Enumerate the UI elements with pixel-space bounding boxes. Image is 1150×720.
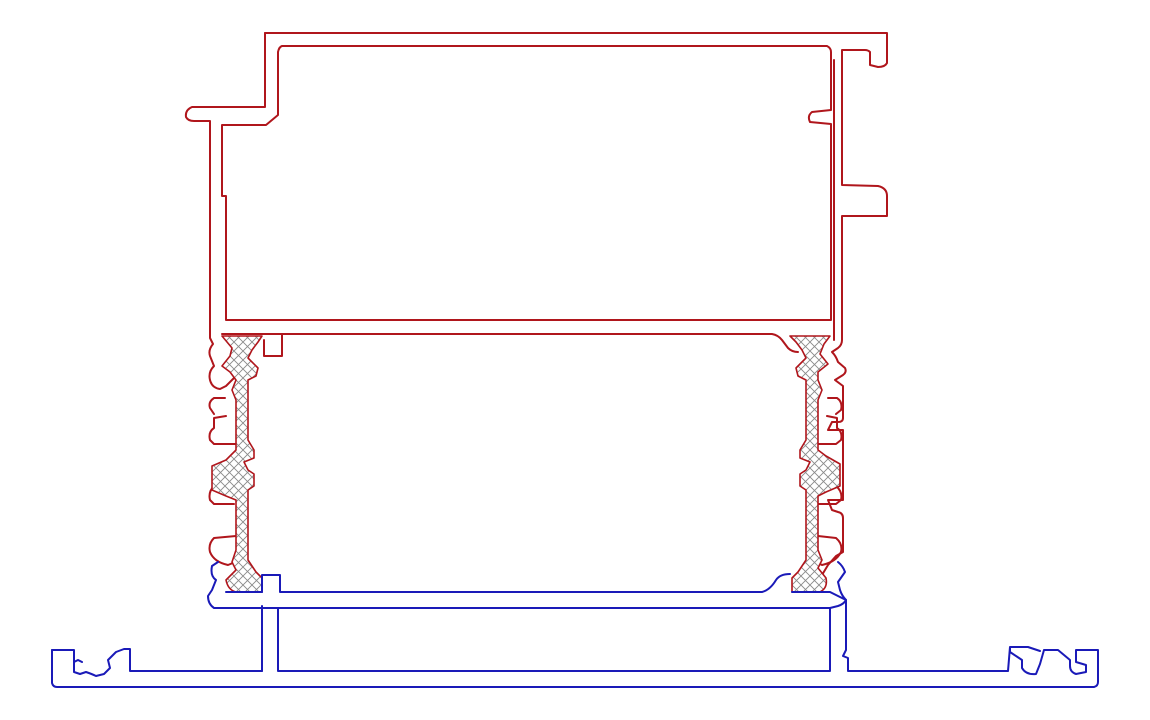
thermal-break-strip	[211, 335, 841, 593]
upper-profile-outer-contour	[264, 32, 888, 576]
upper-frame-profile	[184, 32, 888, 576]
lower-profile-inner-rail	[261, 573, 791, 593]
upper-profile-left-fins	[208, 397, 241, 566]
upper-profile-notch-left	[263, 333, 283, 357]
lower-profile-left-web	[261, 605, 279, 672]
lower-base-profile	[51, 561, 1099, 688]
lower-profile-right-web	[829, 599, 847, 609]
upper-profile-right-fins	[811, 397, 843, 566]
lower-profile-outer-contour	[51, 561, 1099, 688]
lower-profile-cavity	[277, 607, 831, 672]
lower-profile-left-contour	[51, 561, 263, 677]
thermal-break-right	[789, 335, 841, 593]
upper-profile-left-contour	[184, 32, 266, 390]
lower-profile-top-edge	[225, 591, 847, 601]
upper-profile-lower-rail	[221, 333, 799, 353]
thermal-break-left	[211, 335, 263, 593]
upper-profile-main-cavity	[221, 45, 832, 321]
